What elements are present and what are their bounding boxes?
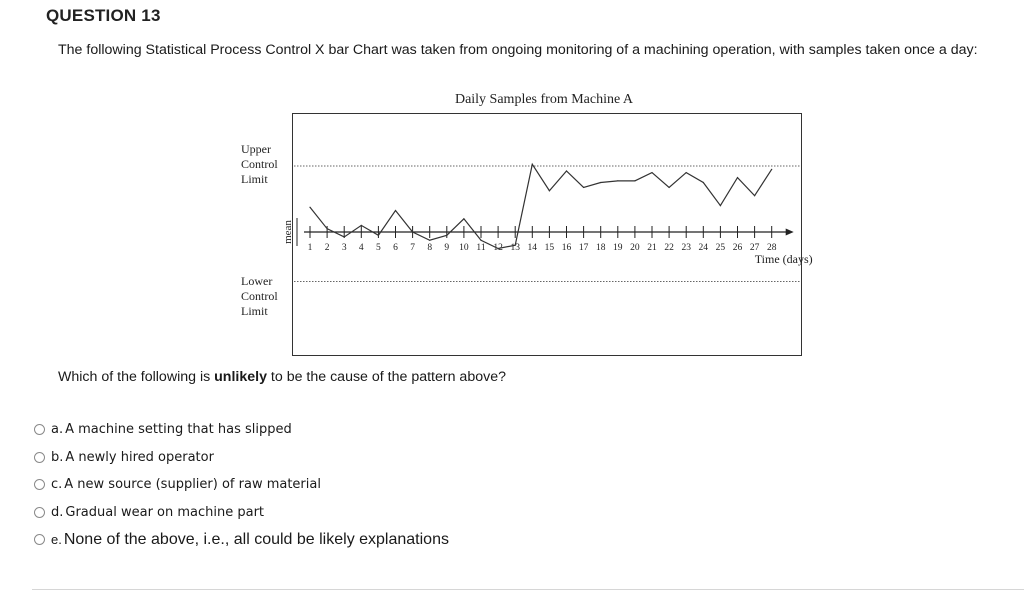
x-tick-label: 3	[342, 243, 347, 253]
data-point	[377, 234, 379, 236]
data-point	[771, 168, 773, 170]
data-point	[360, 224, 362, 226]
x-tick-label: 8	[427, 243, 432, 253]
data-point	[736, 176, 739, 179]
data-point	[719, 205, 722, 207]
x-tick-label: 22	[664, 243, 674, 253]
question-intro: The following Statistical Process Contro…	[58, 42, 978, 58]
data-point	[326, 228, 328, 230]
question-prompt: Which of the following is unlikely to be…	[58, 369, 506, 385]
chart-frame	[292, 113, 802, 356]
option-letter: a.	[51, 422, 64, 438]
option-d[interactable]: d. Gradual wear on machine part	[34, 499, 449, 527]
chart-title: Daily Samples from Machine A	[454, 92, 634, 107]
data-point	[394, 209, 397, 212]
x-tick-label: 27	[750, 243, 760, 253]
data-point	[617, 180, 619, 182]
data-point	[531, 163, 533, 165]
lower-control-limit-label: Lower Control Limit	[241, 274, 278, 318]
series-line	[309, 162, 773, 250]
prompt-emphasis: unlikely	[214, 369, 267, 385]
answer-options: a. A machine setting that has slipped b.…	[34, 416, 449, 554]
x-tick-label: 24	[699, 243, 709, 253]
data-point	[446, 234, 448, 236]
prompt-after: to be the cause of the pattern above?	[266, 369, 506, 385]
data-point	[514, 244, 516, 246]
option-letter: d.	[51, 504, 64, 520]
x-axis-label: Time (days)	[755, 252, 813, 266]
divider	[32, 589, 1024, 590]
x-tick-label: 11	[476, 243, 485, 253]
option-b[interactable]: b. A newly hired operator	[34, 444, 449, 472]
data-point	[651, 172, 653, 174]
data-point	[429, 239, 431, 241]
x-tick-label: 2	[325, 243, 330, 253]
x-tick-label: 7	[410, 243, 415, 253]
option-letter: c.	[51, 477, 63, 493]
data-point	[754, 195, 756, 197]
option-text: None of the above, i.e., all could be li…	[63, 530, 449, 548]
data-point	[548, 190, 551, 192]
radio-button[interactable]	[34, 451, 45, 463]
data-point	[412, 231, 414, 233]
data-point	[343, 236, 345, 238]
data-point	[668, 186, 670, 189]
radio-button[interactable]	[34, 534, 45, 546]
option-c[interactable]: c. A new source (supplier) of raw materi…	[34, 471, 449, 499]
x-tick-label: 13	[510, 243, 520, 253]
data-point	[309, 206, 311, 208]
prompt-before: Which of the following is	[58, 369, 215, 385]
x-tick-label: 6	[393, 243, 398, 253]
option-text: Gradual wear on machine part	[65, 504, 265, 520]
y-axis-label: mean	[282, 220, 294, 244]
x-tick-label: 9	[444, 243, 449, 253]
upper-control-limit-label: Upper Control Limit	[241, 142, 278, 186]
x-tick-label: 16	[562, 243, 572, 253]
axis-arrow-icon	[785, 228, 794, 236]
x-tick-label: 25	[716, 243, 726, 253]
option-a[interactable]: a. A machine setting that has slipped	[34, 416, 449, 444]
data-point	[583, 186, 585, 189]
data-point	[565, 170, 568, 172]
x-tick-label: 5	[376, 243, 381, 253]
radio-button[interactable]	[34, 479, 45, 491]
x-tick-label: 14	[528, 243, 538, 253]
option-letter: e.	[51, 532, 62, 548]
option-e[interactable]: e. None of the above, i.e., all could be…	[34, 526, 449, 554]
x-tick-label: 18	[596, 243, 606, 253]
x-tick-label: 19	[613, 243, 623, 253]
question-title: QUESTION 13	[46, 6, 161, 25]
x-tick-label: 21	[647, 243, 657, 253]
option-letter: b.	[51, 449, 64, 465]
x-tick-label: 4	[359, 243, 364, 253]
data-point	[634, 180, 636, 182]
data-point	[480, 239, 482, 241]
data-point	[600, 181, 602, 184]
radio-button[interactable]	[34, 424, 45, 436]
radio-button[interactable]	[34, 506, 45, 518]
option-text: A newly hired operator	[65, 449, 214, 465]
data-point	[497, 247, 499, 250]
x-tick-label: 17	[579, 243, 589, 253]
data-point	[702, 181, 704, 184]
x-tick-label: 1	[308, 243, 313, 253]
x-tick-label: 10	[459, 243, 469, 253]
option-text: A machine setting that has slipped	[65, 422, 292, 438]
data-point	[463, 218, 465, 220]
data-point	[685, 172, 687, 174]
x-tick-label: 28	[767, 243, 777, 253]
x-tick-label: 20	[630, 243, 640, 253]
option-text: A new source (supplier) of raw material	[64, 477, 321, 493]
x-tick-label: 26	[733, 243, 743, 253]
x-tick-label: 15	[545, 243, 555, 253]
x-tick-label: 23	[681, 243, 691, 253]
